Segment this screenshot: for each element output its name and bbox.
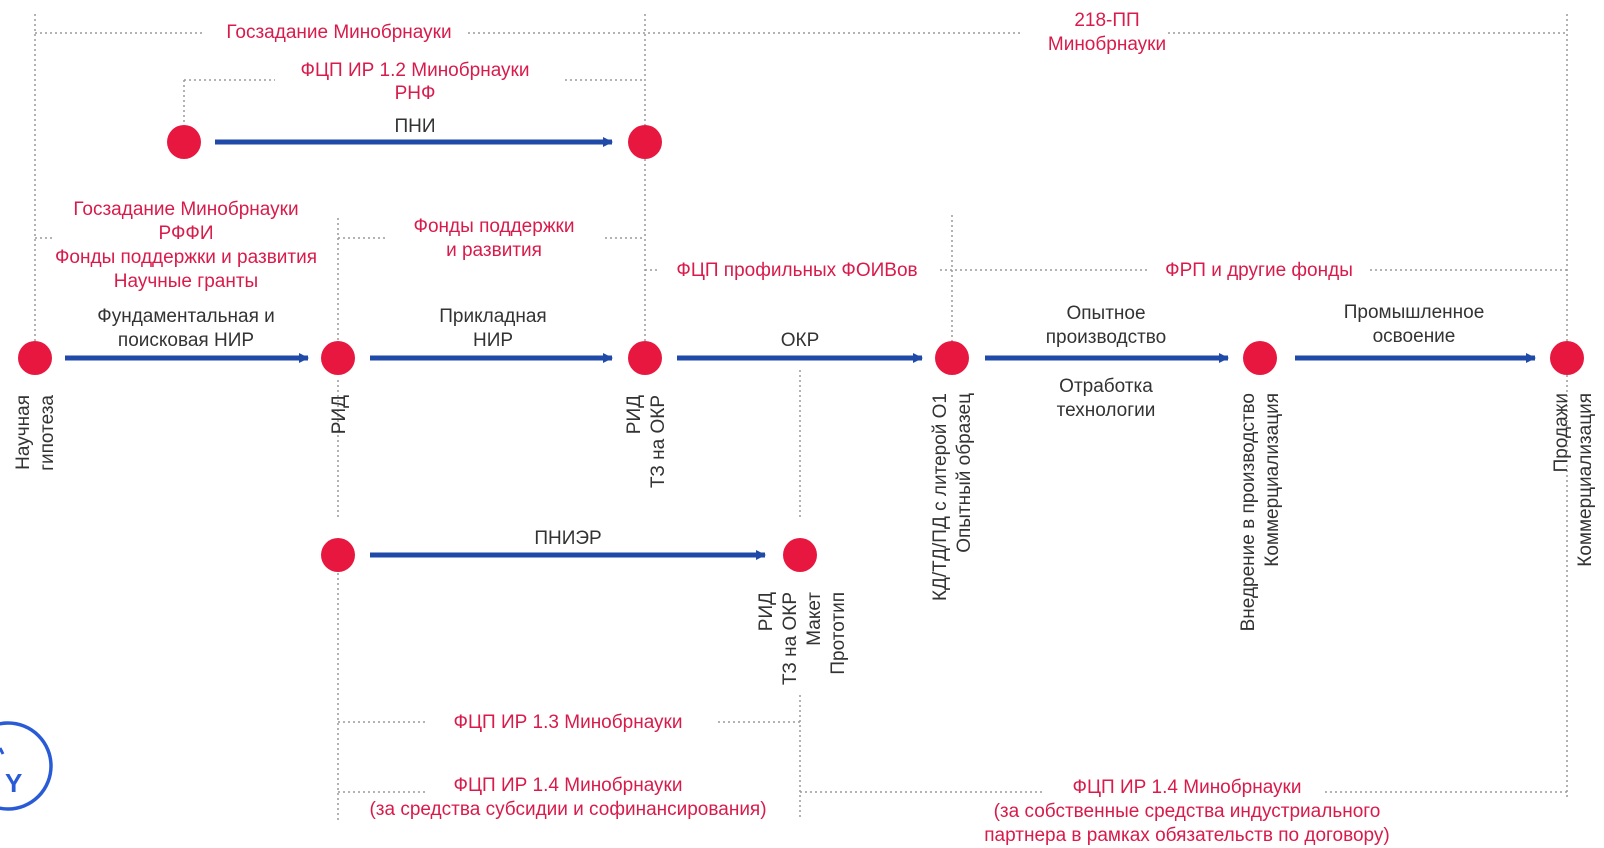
stage-pilot: производство [1046,327,1167,348]
stage-industrial: Промышленное [1344,302,1485,323]
funding-fcp14-right: ФЦП ИР 1.4 Минобрнауки [1073,777,1302,798]
node-pnier-end [783,538,817,572]
stage-pnier: ПНИЭР [534,528,601,549]
funding-fcp12: РНФ [395,83,436,104]
funding-goszadanie: Фонды поддержки и развития [55,247,317,268]
node-rid-tz [628,341,662,375]
milestone-hypothesis: Научная [13,395,34,470]
stage-applied: Прикладная [439,306,546,327]
milestone-hypothesis: гипотеза [37,395,58,471]
funding-labels: Госзадание Минобрнауки 218-ПП Минобрнаук… [55,10,1390,846]
stage-tech: Отработка [1059,376,1153,397]
node-pnier-start [321,538,355,572]
logo: Y [0,721,53,811]
milestone-sales: Продажи [1551,393,1572,472]
funding-funds: и развития [446,240,542,261]
stage-industrial: освоение [1373,326,1456,347]
milestone-vnedr: Внедрение в производство [1238,393,1259,631]
milestone-vnedr: Коммерциализация [1262,393,1283,567]
funding-goszadanie: РФФИ [158,223,213,244]
funding-fcp14-left: (за средства субсидии и софинансирования… [369,799,766,820]
funding-fcp13: ФЦП ИР 1.3 Минобрнауки [454,712,683,733]
stage-fundamental: поисковая НИР [118,330,254,351]
funding-funds: Фонды поддержки [414,216,575,237]
funding-fcp14-right: партнера в рамках обязательств по догово… [984,825,1390,846]
funding-goszadanie: Научные гранты [114,271,258,292]
stage-fundamental: Фундаментальная и [97,306,275,327]
milestone-pnier-out: ТЗ на ОКР [780,592,801,685]
stage-tech: технологии [1057,400,1156,421]
funding-fcp12: ФЦП ИР 1.2 Минобрнауки [301,60,530,81]
milestone-kd: КД/ТД/ПД с литерой О1 [930,393,951,601]
dotted-lines [34,14,1568,820]
funding-fcp14-right: (за собственные средства индустриального [994,801,1381,822]
stage-labels: ПНИ Фундаментальная и поисковая НИР Прик… [97,116,1484,549]
arrows [65,137,1536,560]
node-hypothesis [18,341,52,375]
milestone-rid-tz: РИД [624,395,645,434]
stage-okr: ОКР [781,330,820,351]
node-pni-start [167,125,201,159]
stage-pilot: Опытное [1066,303,1145,324]
milestone-pnier-out: Макет [804,592,825,646]
milestone-rid: РИД [329,395,350,434]
milestone-rid-tz: ТЗ на ОКР [648,395,669,488]
milestone-sales: Коммерциализация [1575,393,1596,567]
funding-goszadanie: Госзадание Минобрнауки [73,199,298,220]
funding-goszadanie-top: Госзадание Минобрнауки [226,22,451,43]
milestone-labels: Научная гипотеза РИД РИД ТЗ на ОКР КД/ТД… [13,393,1596,685]
milestone-pnier-out: РИД [756,592,777,631]
node-sales [1550,341,1584,375]
funding-218pp: 218-ПП [1074,10,1139,31]
funding-fcp-foiv: ФЦП профильных ФОИВов [676,260,917,281]
stage-applied: НИР [473,330,513,351]
logo-mark [0,747,5,755]
nodes [18,125,1584,572]
node-vnedr [1243,341,1277,375]
milestone-kd: Опытный образец [954,393,975,553]
funding-frp: ФРП и другие фонды [1165,260,1353,281]
funding-fcp14-left: ФЦП ИР 1.4 Минобрнауки [454,775,683,796]
stage-pni: ПНИ [394,116,435,137]
funding-218pp: Минобрнауки [1048,34,1166,55]
node-rid [321,341,355,375]
node-pni-end [628,125,662,159]
logo-circle [0,721,53,811]
milestone-pnier-out: Прототип [828,592,849,675]
logo-letter: Y [5,768,22,798]
node-kd [935,341,969,375]
